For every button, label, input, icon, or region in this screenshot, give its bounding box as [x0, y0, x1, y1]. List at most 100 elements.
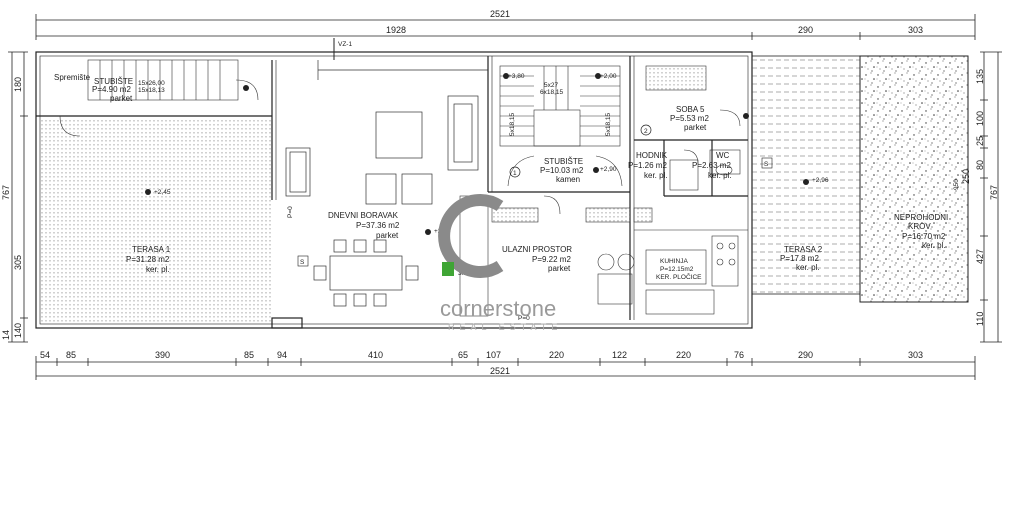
- label-wc-area: P=2.63 m2: [692, 161, 731, 170]
- marker-vz: VZ-1: [338, 41, 352, 48]
- door-swings: [59, 79, 741, 215]
- label-ulaz: ULAZNI PROSTOR: [502, 245, 572, 254]
- terasa1-decking: [40, 118, 272, 324]
- label-terasa2-floor: ker. pl.: [796, 263, 820, 272]
- marker-s-left: S: [300, 259, 305, 266]
- label-stubiste-top-steps: 15x26,00: [138, 80, 165, 87]
- dim-top-290: 290: [798, 25, 813, 35]
- dim-bottom-65: 65: [458, 350, 468, 360]
- dim-bottom-410: 410: [368, 350, 383, 360]
- soba-wc-fixtures: [645, 65, 741, 191]
- dim-bottom-76: 76: [734, 350, 744, 360]
- kitchen-furniture: [597, 235, 739, 315]
- krov-gravel: [859, 55, 969, 303]
- bottom-dimensions: [35, 356, 976, 380]
- marker-circle-1-label: 1: [513, 170, 517, 177]
- label-spremiste: Spremište: [54, 73, 91, 82]
- dim-bottom-85a: 85: [66, 350, 76, 360]
- label-stubiste-top-steps2: 15x18,13: [138, 87, 165, 94]
- marker-s-right: S: [764, 161, 769, 168]
- marker-level-245a: +2,45: [154, 189, 171, 196]
- label-stubiste-steps2: 6x18,15: [540, 89, 564, 96]
- marker-circle-2-label: 2: [644, 128, 648, 135]
- dim-right-80: 80: [975, 160, 985, 170]
- cornerstone-logo: [438, 194, 504, 278]
- dim-bottom-94: 94: [277, 350, 287, 360]
- dim-right-135: 135: [975, 69, 985, 84]
- label-soba5: SOBA 5: [676, 105, 705, 114]
- marker-s-right-box: [761, 157, 773, 169]
- label-wc-floor: ker. pl.: [708, 171, 732, 180]
- label-terasa2-area: P=17.8 m2: [780, 254, 819, 263]
- label-boravak-floor: parket: [376, 231, 399, 240]
- light-symbols: [145, 73, 809, 235]
- dim-left-140: 140: [13, 323, 23, 338]
- label-stubiste-top-area: P=4.90 m2: [92, 85, 131, 94]
- label-ulaz-floor: parket: [548, 264, 571, 273]
- watermark-sub: REAL ESTATE: [448, 322, 562, 332]
- label-terasa2: TERASA 2: [784, 245, 823, 254]
- label-stubiste-top: STUBIŠTE: [94, 77, 133, 86]
- label-stubiste-floor: kamen: [556, 175, 580, 184]
- dim-top-1928: 1928: [386, 25, 406, 35]
- label-hodnik: HODNIK: [636, 151, 668, 160]
- label-stubiste-side1: 5x18,15: [509, 112, 516, 136]
- watermark-brand: cornerstone: [440, 296, 556, 321]
- label-stubiste-top-floor: parket: [110, 94, 133, 103]
- label-stubiste: STUBIŠTE: [544, 157, 583, 166]
- dim-bottom-290: 290: [798, 350, 813, 360]
- label-krov2: KROV: [908, 222, 931, 231]
- label-boravak: DNEVNI BORAVAK: [328, 211, 399, 220]
- hall-partitions: [459, 195, 653, 317]
- right-dimensions: [980, 51, 1002, 343]
- dim-right-100: 100: [975, 111, 985, 126]
- label-wc: WC: [716, 151, 730, 160]
- label-terasa1: TERASA 1: [132, 245, 171, 254]
- label-krov-floor: ker. pl.: [922, 241, 946, 250]
- dim-bottom-390: 390: [155, 350, 170, 360]
- marker-level-380: +3,80: [508, 73, 525, 80]
- label-soba5-floor: parket: [684, 123, 707, 132]
- living-furniture: [285, 60, 488, 307]
- label-krov-area: P=16.70 m2: [902, 232, 946, 241]
- marker-level-200: +2,00: [600, 73, 617, 80]
- label-kuhinja-floor: KER. PLOČICE: [656, 272, 702, 281]
- dim-bottom-total: 2521: [490, 366, 510, 376]
- dim-bottom-303: 303: [908, 350, 923, 360]
- dim-right-25: 25: [975, 136, 985, 146]
- label-hodnik-area: P=1.26 m2: [628, 161, 667, 170]
- dim-left-767: 767: [1, 185, 11, 200]
- dim-bottom-122: 122: [612, 350, 627, 360]
- label-ulaz-area: P=9.22 m2: [532, 255, 571, 264]
- label-soba5-area: P=5.53 m2: [670, 114, 709, 123]
- label-terasa1-floor: ker. pl.: [146, 265, 170, 274]
- dim-right-total: 767: [989, 185, 999, 200]
- dim-bottom-54: 54: [40, 350, 50, 360]
- central-stairs: [499, 65, 623, 187]
- marker-circle-2: [640, 124, 652, 136]
- label-kuhinja-area: P=12.15m2: [660, 266, 694, 273]
- dim-bottom-107: 107: [486, 350, 501, 360]
- dim-bottom-85b: 85: [244, 350, 254, 360]
- marker-p0-bottom: P=0: [518, 315, 530, 322]
- top-dimensions: [35, 14, 976, 40]
- dim-bottom-220b: 220: [676, 350, 691, 360]
- label-boravak-area: P=37.36 m2: [356, 221, 400, 230]
- marker-s-left-box: [297, 255, 309, 267]
- dim-right-427: 427: [975, 249, 985, 264]
- marker-p0-left: P=0: [287, 206, 294, 218]
- label-stubiste-side2: 5x18,15: [605, 112, 612, 136]
- dim-right-110: 110: [975, 312, 985, 326]
- label-terasa1-area: P=31.28 m2: [126, 255, 170, 264]
- label-krov: NEPROHODNI: [894, 213, 948, 222]
- dim-left-305: 305: [13, 255, 23, 270]
- marker-level-296: +2,96: [812, 177, 829, 184]
- dim-left-180: 180: [13, 77, 23, 92]
- left-dimensions: [8, 51, 28, 343]
- dim-top-303: 303: [908, 25, 923, 35]
- dim-left-14: 14: [1, 330, 11, 340]
- label-stubiste-steps: 5x27: [544, 82, 558, 89]
- dim-bottom-220a: 220: [549, 350, 564, 360]
- marker-circle-1: [509, 166, 521, 178]
